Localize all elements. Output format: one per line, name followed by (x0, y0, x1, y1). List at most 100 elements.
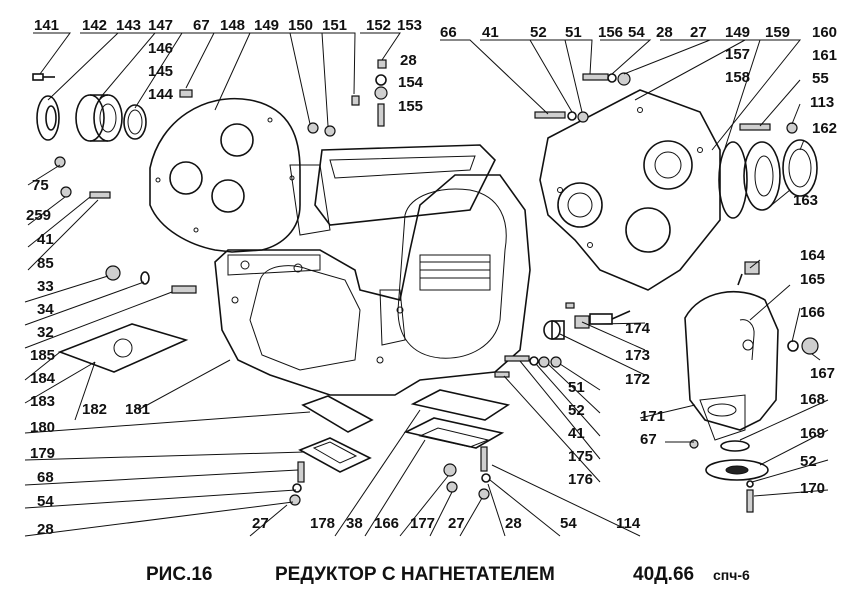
label-180: 180 (30, 419, 55, 436)
label-144: 144 (148, 86, 174, 103)
nut-149 (307, 122, 319, 134)
nut-166a (443, 463, 457, 477)
label-150: 150 (288, 17, 313, 34)
bolt-141 (32, 73, 55, 81)
label-146: 146 (148, 40, 173, 57)
nut-75 (54, 156, 66, 168)
label-38: 38 (346, 515, 363, 532)
label-177: 177 (410, 515, 435, 532)
label-259: 259 (26, 207, 51, 224)
label-183: 183 (30, 393, 55, 410)
label-114: 114 (616, 515, 641, 532)
label-75: 75 (32, 177, 49, 194)
caption-figure-number: РИС.16 (146, 564, 212, 585)
label-147: 147 (148, 17, 173, 34)
gasket-159 (718, 141, 748, 219)
parts-drawing (32, 59, 819, 513)
label-41c: 41 (568, 425, 585, 442)
label-41b: 41 (37, 231, 54, 248)
label-154: 154 (398, 74, 424, 91)
label-169: 169 (800, 425, 825, 442)
label-185: 185 (30, 347, 55, 364)
label-161: 161 (812, 47, 837, 64)
label-34: 34 (37, 301, 54, 318)
label-149a: 149 (254, 17, 279, 34)
stud-66 (534, 111, 566, 119)
caption-model: 40Д.66 (633, 564, 694, 585)
washer-166b (787, 340, 799, 352)
cover-38 (403, 417, 505, 449)
label-54c: 54 (560, 515, 577, 532)
label-167: 167 (810, 365, 835, 382)
pin-145 (179, 89, 193, 98)
stud-55 (739, 123, 771, 131)
label-27c: 27 (448, 515, 465, 532)
label-28a: 28 (400, 52, 417, 69)
plug-177 (446, 481, 458, 493)
label-156: 156 (598, 24, 623, 41)
label-164: 164 (800, 247, 826, 264)
nut-52 (577, 111, 589, 123)
pin-176 (494, 371, 510, 378)
washer-32 (140, 271, 150, 285)
label-168: 168 (800, 391, 825, 408)
caption-title: РЕДУКТОР С НАГНЕТАТЕЛЕМ (275, 564, 555, 585)
stud-156 (582, 73, 609, 81)
label-171: 171 (640, 408, 665, 425)
stud-155 (377, 103, 385, 127)
label-182: 182 (82, 401, 107, 418)
label-173: 173 (625, 347, 650, 364)
label-27a: 27 (690, 24, 707, 41)
plug-167 (801, 337, 819, 355)
label-151a: 151 (322, 17, 347, 34)
label-41a: 41 (482, 24, 499, 41)
nut-28c (289, 494, 301, 506)
gasket-144 (123, 104, 147, 140)
label-163: 163 (793, 192, 818, 209)
stud-114 (480, 446, 488, 472)
nut-27c (478, 488, 490, 500)
label-162: 162 (812, 120, 837, 137)
nut-113 (786, 122, 798, 134)
washer-54b (292, 483, 302, 493)
label-113: 113 (810, 94, 834, 111)
label-159: 159 (765, 24, 790, 41)
label-51b: 51 (568, 379, 585, 396)
cover-plate-183 (57, 323, 189, 373)
label-28c: 28 (37, 521, 54, 538)
label-170: 170 (800, 480, 825, 497)
label-158: 158 (725, 69, 750, 86)
label-85: 85 (37, 255, 54, 272)
label-174: 174 (625, 320, 651, 337)
label-160: 160 (812, 24, 837, 41)
flange-169 (705, 459, 769, 481)
label-184: 184 (30, 370, 56, 387)
washer-54 (607, 73, 617, 83)
label-52b: 52 (568, 402, 585, 419)
label-67a: 67 (193, 17, 210, 34)
nut-154 (374, 86, 388, 100)
supercharger-cover-165 (684, 290, 779, 441)
label-148: 148 (220, 17, 245, 34)
label-152: 152 (366, 17, 391, 34)
bushing-143 (75, 94, 123, 142)
washer-28a (375, 74, 387, 86)
stud-175 (504, 355, 530, 362)
nut-51b (550, 356, 562, 368)
label-28b: 28 (656, 24, 673, 41)
valve-174 (589, 310, 631, 325)
label-143: 143 (116, 17, 141, 34)
label-32: 32 (37, 324, 54, 341)
label-145: 145 (148, 63, 173, 80)
gear-housing-160 (539, 89, 721, 291)
label-179: 179 (30, 445, 55, 462)
label-55: 55 (812, 70, 829, 87)
bearing-cap-161 (743, 141, 781, 211)
label-52c: 52 (800, 453, 817, 470)
cover-179 (298, 437, 372, 473)
label-141: 141 (34, 17, 59, 34)
label-28d: 28 (505, 515, 522, 532)
nut-259 (60, 186, 72, 198)
seal-ring-142 (36, 95, 60, 141)
